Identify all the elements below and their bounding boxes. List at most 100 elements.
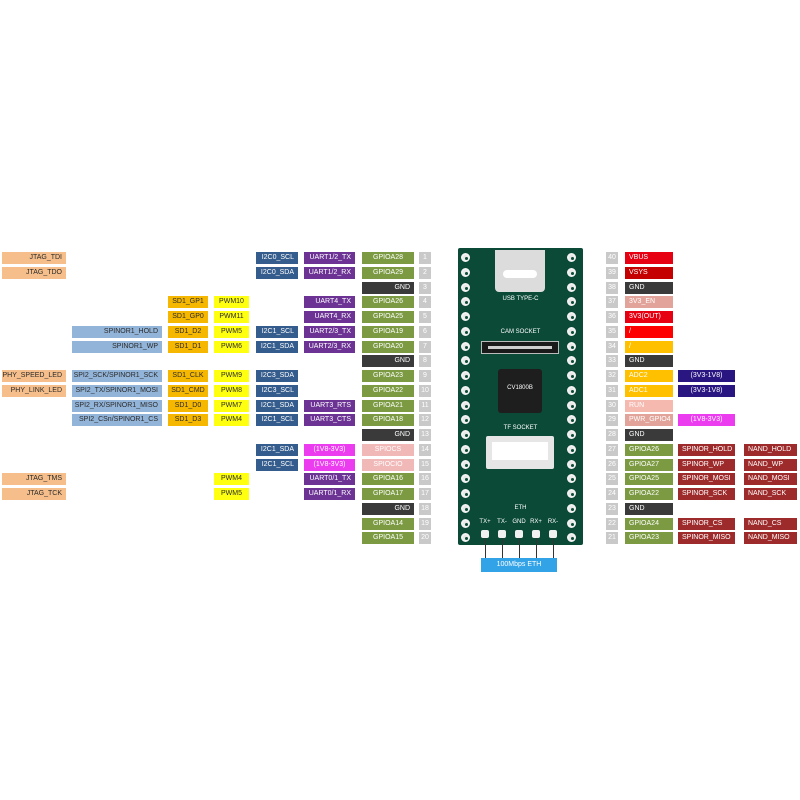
left-pin-number: 9: [419, 370, 431, 382]
header-hole: [461, 386, 470, 395]
left-label-i2c: I2C3_SCL: [256, 385, 298, 397]
right-pin-number: 34: [606, 341, 618, 353]
left-label-jtag: JTAG_TDI: [2, 252, 66, 264]
right-label-volt: (3V3-1V8): [678, 385, 735, 397]
right-label-spinor: SPINOR_MOSI: [678, 473, 735, 485]
left-label-jtag: JTAG_TMS: [2, 473, 66, 485]
header-hole: [461, 489, 470, 498]
eth-pin-label: TX+: [479, 519, 491, 525]
eth-pin-label: RX-: [547, 519, 559, 525]
right-label-adc: ADC2: [625, 370, 673, 382]
header-hole: [461, 533, 470, 542]
left-label-magenta: (1V8-3V3): [304, 444, 355, 456]
header-hole: [567, 356, 576, 365]
left-label-spi: SPINOR1_HOLD: [72, 326, 162, 338]
left-label-uart: UART3_RTS: [304, 400, 355, 412]
right-label-spinor: NAND_CS: [744, 518, 797, 530]
left-label-sd: SD1_GP0: [168, 311, 208, 323]
left-label-gpio: GPIOA21: [362, 400, 414, 412]
left-label-gpio: GPIOA16: [362, 473, 414, 485]
left-label-gpio: GPIOA18: [362, 414, 414, 426]
header-hole: [567, 371, 576, 380]
left-label-pwm: PWM8: [214, 385, 249, 397]
right-label-spinor: NAND_SCK: [744, 488, 797, 500]
right-label-spinor: NAND_MOSI: [744, 473, 797, 485]
left-label-uart: UART3_CTS: [304, 414, 355, 426]
left-label-magenta: (1V8-3V3): [304, 459, 355, 471]
right-label-gpio: GPIOA26: [625, 444, 673, 456]
tf-socket: [486, 436, 554, 469]
right-label-en: 3V3_EN: [625, 296, 673, 308]
left-pin-number: 4: [419, 296, 431, 308]
right-label-volt: (3V3-1V8): [678, 370, 735, 382]
left-pin-number: 11: [419, 400, 431, 412]
header-hole: [567, 445, 576, 454]
right-pin-number: 36: [606, 311, 618, 323]
left-label-gpio: GPIOA17: [362, 488, 414, 500]
header-hole: [461, 312, 470, 321]
right-label-gnd: GND: [625, 503, 673, 515]
left-label-gnd: GND: [362, 355, 414, 367]
right-pin-number: 24: [606, 488, 618, 500]
right-label-vsys: VSYS: [625, 267, 673, 279]
left-label-pwm: PWM6: [214, 341, 249, 353]
left-pin-number: 3: [419, 282, 431, 294]
right-label-gnd: GND: [625, 282, 673, 294]
left-pin-number: 10: [419, 385, 431, 397]
right-label-gnd: GND: [625, 429, 673, 441]
right-pin-number: 28: [606, 429, 618, 441]
left-label-sd: SD1_D2: [168, 326, 208, 338]
left-label-uart: UART4_RX: [304, 311, 355, 323]
right-pin-number: 37: [606, 296, 618, 308]
left-label-pink: SPIOCS: [362, 444, 414, 456]
left-label-spi: SPI2_CSn/SPINOR1_CS: [72, 414, 162, 426]
header-hole: [461, 371, 470, 380]
left-label-sd: SD1_D1: [168, 341, 208, 353]
eth-speed-box: 100Mbps ETH: [481, 558, 557, 572]
header-hole: [461, 519, 470, 528]
header-hole: [567, 312, 576, 321]
left-label-pwm: PWM4: [214, 473, 249, 485]
eth-pin-line: [519, 538, 520, 558]
right-pin-number: 21: [606, 532, 618, 544]
header-hole: [461, 504, 470, 513]
usb-type-c-connector: [495, 250, 545, 292]
left-label-i2c: I2C1_SDA: [256, 341, 298, 353]
left-label-gpio: GPIOA14: [362, 518, 414, 530]
eth-pin-line: [536, 538, 537, 558]
left-label-gpio: GPIOA19: [362, 326, 414, 338]
header-hole: [567, 253, 576, 262]
usb-label: USB TYPE-C: [502, 296, 539, 302]
left-label-gpio: GPIOA15: [362, 532, 414, 544]
left-label-spi: SPI2_RX/SPINOR1_MISO: [72, 400, 162, 412]
right-pin-number: 38: [606, 282, 618, 294]
eth-pin-pad: [498, 530, 506, 538]
right-label-spinor: NAND_WP: [744, 459, 797, 471]
left-pin-number: 2: [419, 267, 431, 279]
right-label-spinor: SPINOR_HOLD: [678, 444, 735, 456]
header-hole: [567, 283, 576, 292]
header-hole: [567, 386, 576, 395]
right-pin-number: 32: [606, 370, 618, 382]
left-label-gpio: GPIOA25: [362, 311, 414, 323]
right-pin-number: 39: [606, 267, 618, 279]
eth-label: ETH: [514, 505, 527, 511]
left-label-sd: SD1_D0: [168, 400, 208, 412]
left-label-gpio: GPIOA23: [362, 370, 414, 382]
right-label-spinor: SPINOR_SCK: [678, 488, 735, 500]
header-hole: [461, 474, 470, 483]
header-hole: [461, 297, 470, 306]
eth-pin-line: [502, 538, 503, 558]
header-hole: [567, 342, 576, 351]
left-label-gpio: GPIOA20: [362, 341, 414, 353]
cam-socket: [481, 341, 559, 354]
header-hole: [461, 430, 470, 439]
right-label-run: RUN: [625, 400, 673, 412]
header-hole: [461, 327, 470, 336]
left-label-uart: UART0/1_TX: [304, 473, 355, 485]
right-pin-number: 22: [606, 518, 618, 530]
left-label-spi: SPINOR1_WP: [72, 341, 162, 353]
right-label-adc: ADC1: [625, 385, 673, 397]
left-pin-number: 7: [419, 341, 431, 353]
left-label-pwm: PWM9: [214, 370, 249, 382]
